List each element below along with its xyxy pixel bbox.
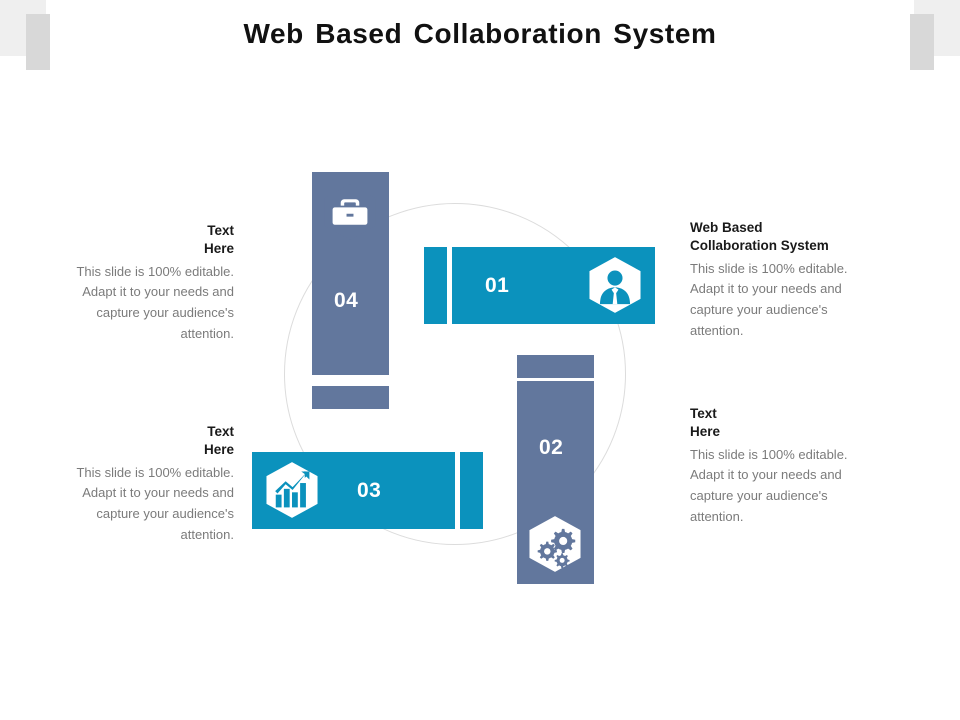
- text-block-heading-01: Web Based Collaboration System: [690, 219, 862, 255]
- text-block-body-03: This slide is 100% editable. Adapt it to…: [76, 464, 234, 542]
- bar-chart-growth-icon: [263, 461, 321, 519]
- heading-line-1: Text: [207, 424, 234, 439]
- step-number-02: 02: [539, 436, 564, 459]
- center-ring-decoration: [284, 203, 626, 545]
- text-block-step-03: Text Here This slide is 100% editable. A…: [62, 423, 234, 545]
- step-number-03: 03: [357, 479, 382, 502]
- header-bar-left: [26, 14, 50, 70]
- step-number-01: 01: [485, 274, 510, 297]
- text-block-heading-02: Text Here: [690, 405, 862, 441]
- header-bar-right: [910, 14, 934, 70]
- text-block-heading-04: Text Here: [62, 222, 234, 258]
- page-title: Web Based Collaboration System: [243, 18, 717, 49]
- accent-rect-step-01: [424, 247, 447, 324]
- text-block-body-02: This slide is 100% editable. Adapt it to…: [690, 446, 848, 524]
- heading-line-2: Here: [203, 240, 234, 256]
- heading-line-2: Here: [690, 423, 721, 439]
- heading-line-1: Text: [207, 223, 234, 238]
- text-block-heading-03: Text Here: [62, 423, 234, 459]
- step-number-04: 04: [334, 289, 359, 312]
- text-block-step-02: Text Here This slide is 100% editable. A…: [690, 405, 862, 527]
- accent-rect-step-03: [460, 452, 483, 529]
- heading-line-1: Text: [690, 406, 717, 421]
- text-block-step-01: Web Based Collaboration System This slid…: [690, 219, 862, 341]
- heading-line-2: Collaboration System: [690, 237, 829, 253]
- text-block-body-04: This slide is 100% editable. Adapt it to…: [76, 263, 234, 341]
- accent-rect-step-04: [312, 386, 389, 409]
- briefcase-icon: [321, 183, 379, 241]
- businessman-icon: [586, 256, 644, 314]
- text-block-body-01: This slide is 100% editable. Adapt it to…: [690, 260, 848, 338]
- heading-line-1: Web Based: [690, 220, 763, 235]
- text-block-step-04: Text Here This slide is 100% editable. A…: [62, 222, 234, 344]
- gears-icon: [526, 515, 584, 573]
- accent-rect-step-02: [517, 355, 594, 378]
- heading-line-2: Here: [203, 441, 234, 457]
